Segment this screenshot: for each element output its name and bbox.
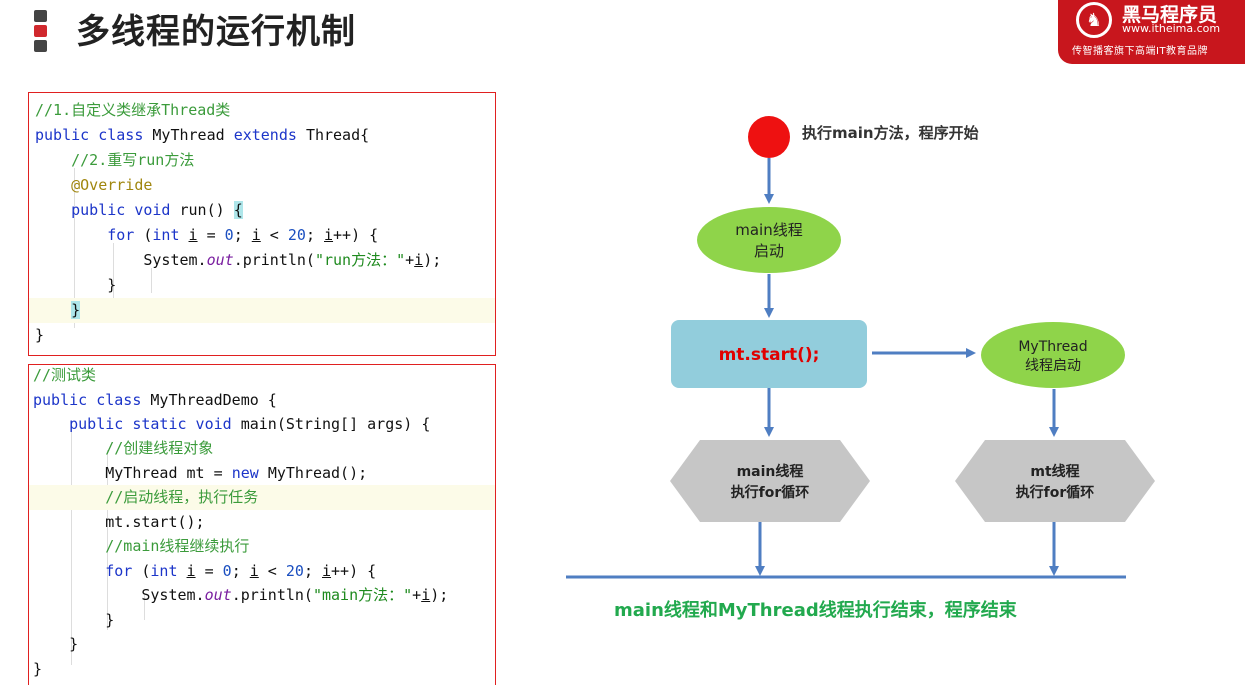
mt-loop-node (955, 440, 1155, 522)
brand-logo: ♞ 黑马程序员 www.itheima.com 传智播客旗下高端IT教育品牌 (1058, 0, 1245, 64)
node-label: 执行for循环 (1016, 484, 1095, 501)
end-label: main线程和MyThread线程执行结束，程序结束 (614, 599, 1018, 621)
start-call-node (671, 320, 867, 388)
code-line: public class MyThread extends Thread{ (35, 126, 370, 144)
logo-slogan: 传智播客旗下高端IT教育品牌 (1072, 46, 1209, 57)
logo-name: 黑马程序员 (1122, 4, 1218, 26)
code-line: System.out.println("main方法："+i); (33, 586, 449, 604)
code-block-mythread: //1.自定义类继承Thread类 public class MyThread … (28, 92, 496, 356)
code-line: MyThread mt = new MyThread(); (33, 464, 368, 482)
code-line: } (35, 276, 117, 294)
code-line: //2.重写run方法 (71, 151, 195, 169)
node-label: 线程启动 (1025, 358, 1081, 374)
code-line: for (int i = 0; i < 20; i++) { (105, 562, 377, 580)
start-node (748, 116, 790, 158)
mythread-start-node (981, 322, 1125, 388)
node-label: main线程 (735, 221, 802, 239)
code-line: } (33, 660, 43, 678)
code-line: public static void main(String[] args) { (69, 415, 431, 433)
code-block-demo: //测试类 public class MyThreadDemo { public… (28, 364, 496, 685)
node-label: main线程 (737, 463, 804, 480)
logo-url: www.itheima.com (1122, 22, 1221, 35)
code-line: } (33, 635, 79, 653)
code-line: //启动线程，执行任务 (29, 485, 495, 510)
code-line: mt.start(); (33, 513, 205, 531)
code-line: } (33, 611, 115, 629)
code-line: public void run() { (71, 201, 243, 219)
start-label: 执行main方法，程序开始 (802, 124, 979, 142)
node-label: 启动 (754, 242, 784, 260)
node-label: 执行for循环 (731, 484, 810, 501)
title-bullets (34, 10, 48, 55)
page-title: 多线程的运行机制 (76, 12, 356, 52)
code-line: public class MyThreadDemo { (33, 391, 277, 409)
node-label: MyThread (1018, 339, 1087, 355)
horse-logo-icon: ♞ (1076, 2, 1112, 38)
main-thread-start-node (697, 207, 841, 273)
code-line: } (29, 298, 495, 323)
code-line: System.out.println("run方法："+i); (35, 251, 442, 269)
main-loop-node (670, 440, 870, 522)
code-line: //1.自定义类继承Thread类 (35, 101, 231, 119)
code-line: @Override (71, 176, 153, 194)
code-line: for (int i = 0; i < 20; i++) { (107, 226, 379, 244)
code-line: //main线程继续执行 (105, 537, 250, 555)
code-line: //测试类 (33, 366, 97, 384)
node-label: mt.start(); (719, 345, 820, 365)
code-line: } (35, 326, 45, 344)
node-label: mt线程 (1030, 463, 1079, 480)
code-line: //创建线程对象 (105, 439, 214, 457)
